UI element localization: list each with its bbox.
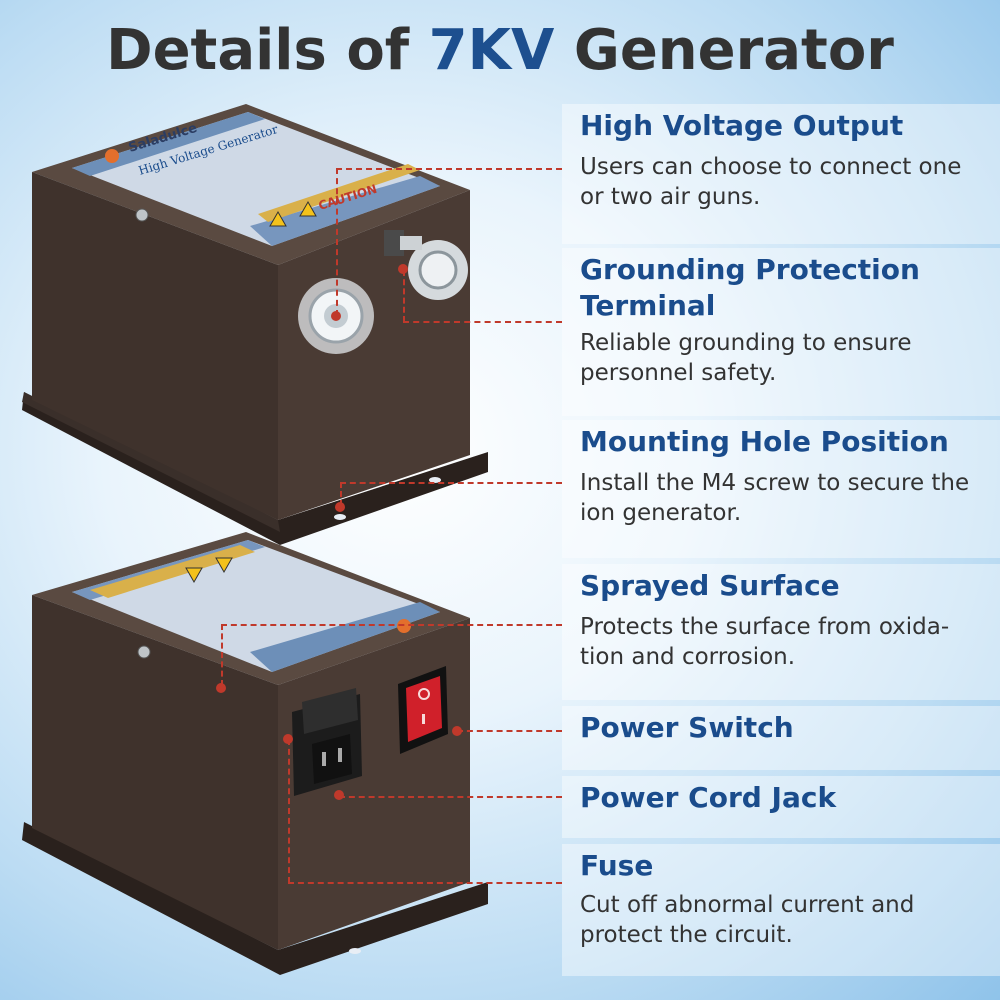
callout-description: Cut off abnormal current and protect the… (580, 892, 915, 948)
iec-socket-icon (292, 688, 362, 796)
callout-heading: Power Switch (580, 711, 794, 744)
power-switch-icon (398, 666, 448, 754)
page-title: Details of 7KV Generator (0, 18, 1000, 83)
callout-heading: High Voltage Output (580, 109, 904, 142)
callout-grounding: Grounding Protection Terminal Reliable g… (562, 248, 1000, 416)
callout-heading: Fuse (580, 849, 654, 882)
callout-power-cord-jack: Power Cord Jack (562, 776, 1000, 838)
callout-description: Users can choose to connect one or two a… (580, 154, 962, 210)
generator-top-view: Saladulce High Voltage Generator CAUTION (22, 104, 488, 545)
brand-logo (105, 149, 119, 163)
callout-heading: Grounding Protection Terminal (580, 253, 920, 322)
screw-icon (135, 208, 149, 222)
screw-icon (137, 645, 151, 659)
callout-heading: Mounting Hole Position (580, 425, 949, 458)
callout-mounting-hole: Mounting Hole Position Install the M4 sc… (562, 420, 1000, 558)
callout-heading: Sprayed Surface (580, 569, 840, 602)
callout-description: Install the M4 screw to secure the ion g… (580, 470, 970, 526)
callout-heading: Power Cord Jack (580, 781, 837, 814)
warning-icon (215, 557, 233, 574)
title-prefix: Details of (106, 18, 429, 83)
callout-sprayed-surface: Sprayed Surface Protects the surface fro… (562, 564, 1000, 700)
callout-hv-output: High Voltage Output Users can choose to … (562, 104, 1000, 244)
title-accent: 7KV (428, 18, 555, 83)
callout-description: Reliable grounding to ensure personnel s… (580, 330, 912, 386)
callout-description: Protects the surface from oxida-tion and… (580, 614, 950, 670)
callout-power-switch: Power Switch (562, 706, 1000, 770)
warning-icon (269, 210, 287, 227)
warning-icon (185, 567, 203, 584)
mounting-hole (334, 514, 346, 520)
mounting-hole (429, 477, 441, 483)
title-suffix: Generator (554, 18, 894, 83)
generator-rear-view (22, 532, 488, 975)
warning-icon (299, 200, 317, 217)
callout-fuse: Fuse Cut off abnormal current and protec… (562, 844, 1000, 976)
